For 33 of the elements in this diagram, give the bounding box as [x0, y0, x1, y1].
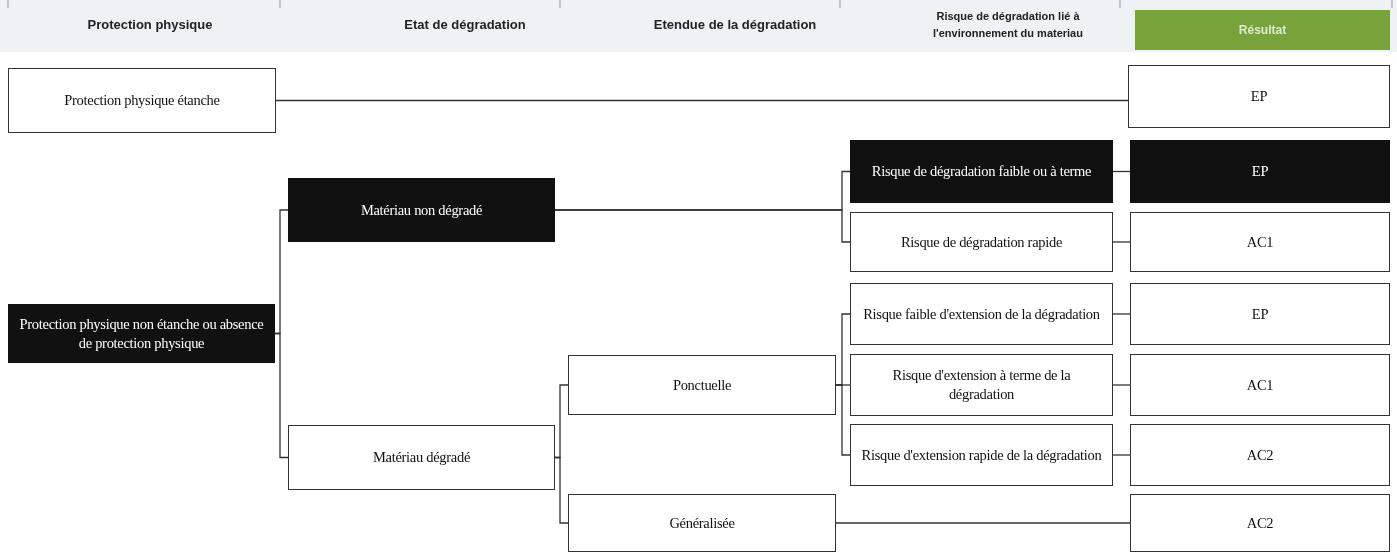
connector-line	[835, 522, 1131, 524]
connector-line	[835, 384, 851, 456]
criterion-box: Matériau dégradé	[288, 425, 555, 490]
criterion-box: Protection physique non étanche ou absence de protection physique	[8, 304, 275, 363]
connector-line	[1112, 241, 1131, 243]
criterion-box: Ponctuelle	[568, 355, 836, 415]
result-box: AC2	[1130, 424, 1390, 486]
connector-line	[554, 456, 569, 524]
connector-line	[1112, 313, 1131, 315]
column-header: Risque de dégradation lié à l'environnement du materiau	[932, 9, 1084, 41]
result-box: AC1	[1130, 212, 1390, 272]
connector-line	[1112, 384, 1131, 386]
criterion-box: Risque d'extension à terme de la dégradation	[850, 354, 1113, 416]
connector-line	[275, 99, 1129, 102]
result-box: AC1	[1130, 354, 1390, 416]
column-header: Etat de dégradation	[403, 16, 527, 33]
result-header: Résultat	[1135, 10, 1390, 50]
criterion-box: Risque d'extension rapide de la dégradation	[850, 424, 1113, 486]
connector-line	[1112, 454, 1131, 456]
result-box: EP	[1130, 140, 1390, 203]
column-header: Etendue de la dégradation	[652, 16, 818, 33]
connector-line	[554, 209, 851, 243]
criterion-box: Risque faible d'extension de la dégradation	[850, 283, 1113, 345]
criterion-box: Risque de dégradation rapide	[850, 212, 1113, 272]
criterion-box: Matériau non dégradé	[288, 178, 555, 242]
criterion-box: Protection physique étanche	[8, 68, 276, 133]
connector-line	[274, 332, 289, 459]
result-box: AC2	[1130, 494, 1390, 552]
column-header: Protection physique	[86, 16, 214, 33]
criterion-box: Risque de dégradation faible ou à terme	[850, 140, 1113, 203]
result-box: EP	[1128, 65, 1390, 128]
result-box: EP	[1130, 283, 1390, 345]
criterion-box: Généralisée	[568, 494, 836, 552]
